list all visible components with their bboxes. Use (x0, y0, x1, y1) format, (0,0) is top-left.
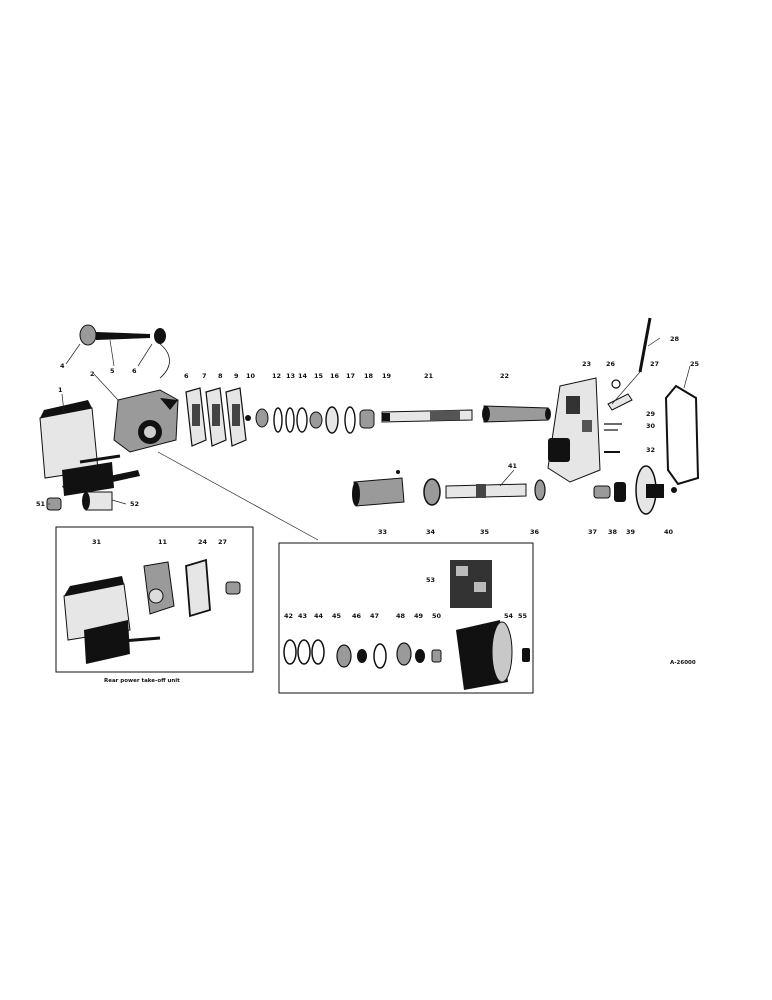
callout-26: 26 (606, 360, 616, 368)
pto-housing-cover (39, 400, 140, 496)
inset-caption: Rear power take-off unit (104, 678, 180, 684)
callout-55: 55 (518, 612, 528, 620)
callout-19: 19 (382, 372, 392, 380)
callout-5: 5 (110, 367, 115, 375)
callout-labels: 4 5 6 1 2 6 7 8 9 10 12 13 14 15 16 17 1… (36, 335, 700, 620)
cover-gasket (664, 384, 700, 486)
callout-40: 40 (664, 528, 674, 536)
output-shaft (482, 405, 551, 423)
drive-shaft (381, 409, 473, 423)
callout-inset-53: 53 (426, 576, 435, 584)
inset-front-parts (278, 542, 534, 694)
callout-inset-24: 24 (198, 538, 208, 546)
collar-36 (534, 479, 546, 501)
callout-34: 34 (426, 528, 436, 536)
control-lever (604, 317, 652, 453)
callout-14: 14 (298, 372, 308, 380)
callout-32: 32 (646, 446, 655, 454)
callout-38: 38 (608, 528, 618, 536)
callout-9: 9 (234, 372, 239, 380)
callout-12: 12 (272, 372, 281, 380)
callout-23: 23 (582, 360, 591, 368)
callout-42: 42 (284, 612, 293, 620)
sleeve (352, 470, 405, 507)
callout-6a: 6 (132, 367, 137, 375)
callout-13: 13 (286, 372, 295, 380)
callout-39: 39 (626, 528, 636, 536)
callout-44: 44 (314, 612, 324, 620)
large-drum (456, 620, 513, 690)
callout-inset-31: 31 (92, 538, 102, 546)
callout-47: 47 (370, 612, 379, 620)
callout-18: 18 (364, 372, 374, 380)
callout-37: 37 (588, 528, 597, 536)
callout-2: 2 (90, 370, 95, 378)
gasket-stack (185, 387, 247, 447)
bushing-37 (593, 485, 611, 499)
callout-8: 8 (218, 372, 223, 380)
callout-inset-11: 11 (158, 538, 168, 546)
callout-36: 36 (530, 528, 540, 536)
drawing-number: A-26000 (670, 660, 696, 666)
washer-seal-series (245, 406, 375, 434)
callout-7: 7 (202, 372, 207, 380)
callout-22: 22 (500, 372, 509, 380)
callout-6: 6 (184, 372, 189, 380)
pin-40 (671, 487, 677, 493)
callout-43: 43 (298, 612, 307, 620)
collar-38 (614, 482, 626, 502)
callout-1: 1 (58, 386, 63, 394)
callout-41: 41 (508, 462, 518, 470)
idler-shaft (445, 483, 527, 499)
callout-15: 15 (314, 372, 324, 380)
callout-33: 33 (378, 528, 387, 536)
callout-46: 46 (352, 612, 362, 620)
callout-29: 29 (646, 410, 656, 418)
callout-52: 52 (130, 500, 139, 508)
leader-line-inset (157, 451, 319, 541)
callout-45: 45 (332, 612, 342, 620)
bearing (423, 478, 441, 506)
callout-48: 48 (396, 612, 406, 620)
callout-35: 35 (480, 528, 490, 536)
callout-10: 10 (246, 372, 256, 380)
callout-21: 21 (424, 372, 434, 380)
callout-54: 54 (504, 612, 514, 620)
callout-50: 50 (432, 612, 442, 620)
callout-28: 28 (670, 335, 680, 343)
callout-4: 4 (60, 362, 65, 370)
callout-30: 30 (646, 422, 656, 430)
rear-housing (547, 377, 601, 483)
callout-16: 16 (330, 372, 340, 380)
callout-51: 51 (36, 500, 46, 508)
bushing-51 (46, 497, 62, 511)
callout-27: 27 (650, 360, 659, 368)
callout-17: 17 (346, 372, 355, 380)
gear-housing (113, 389, 179, 453)
callout-inset-27: 27 (218, 538, 227, 546)
bushing-52 (82, 491, 113, 511)
callout-49: 49 (414, 612, 424, 620)
inset-rear-pto (55, 526, 254, 673)
leader-lines (48, 337, 691, 505)
callout-25: 25 (690, 360, 700, 368)
bolt-assembly (79, 324, 170, 379)
flanged-gear (635, 465, 664, 515)
